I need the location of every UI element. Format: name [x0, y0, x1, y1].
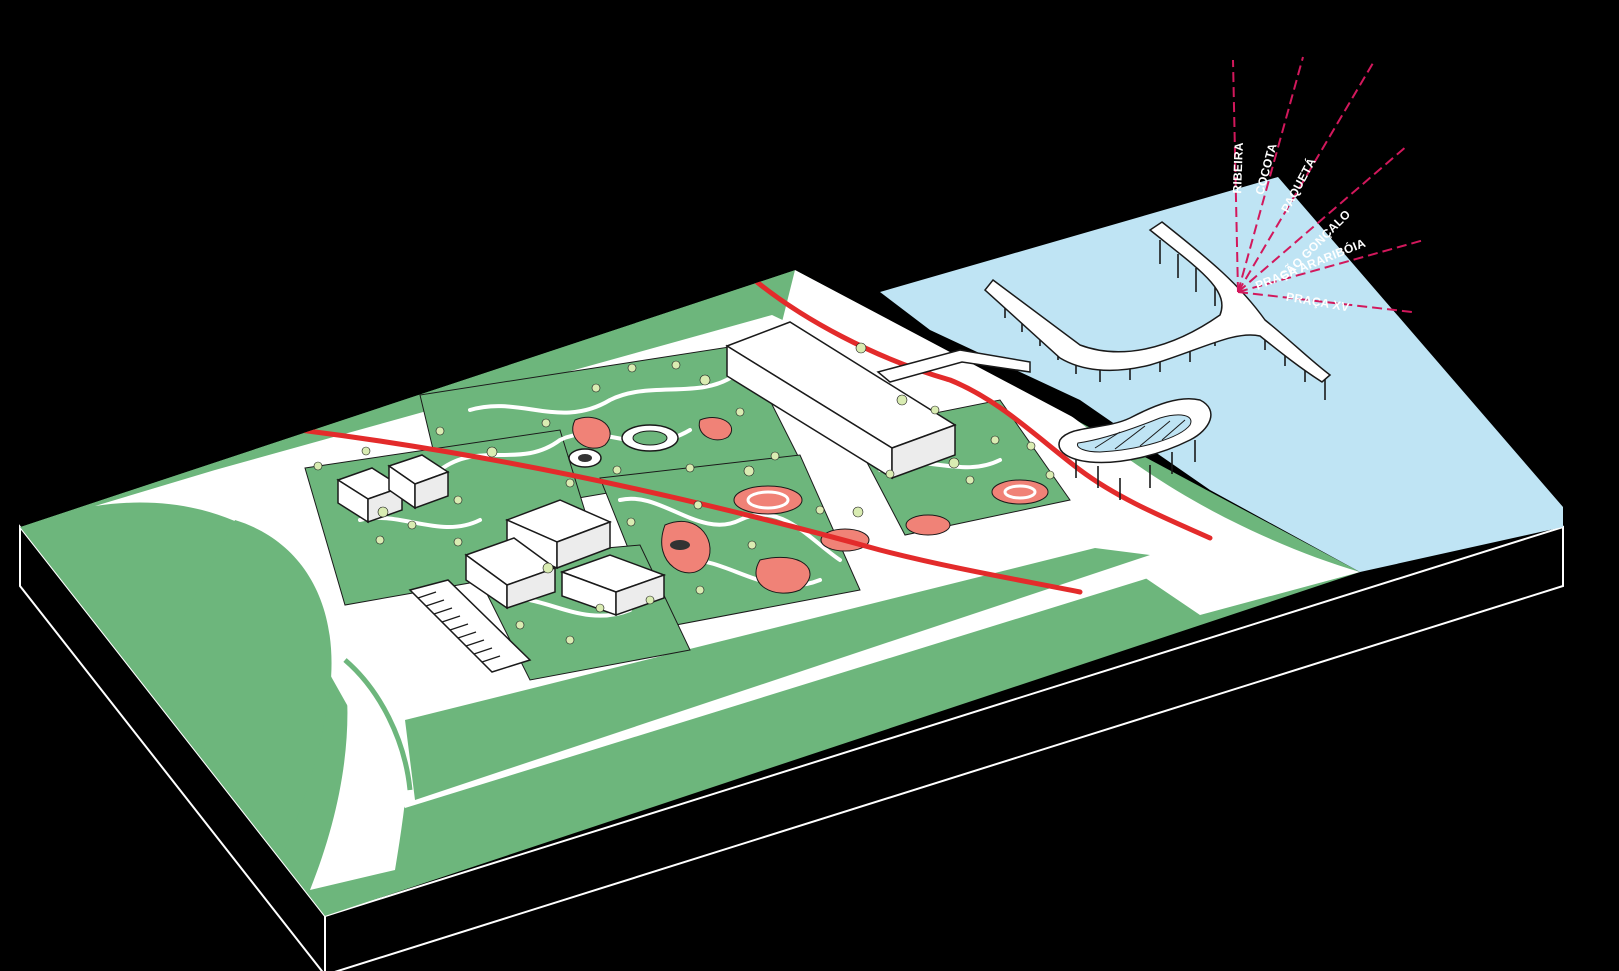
buildings: [336, 321, 957, 617]
grass-lobe-west: [150, 520, 332, 850]
ferry-route-line: [1237, 144, 1409, 293]
slab-right-face: [324, 525, 1564, 971]
grass-strip-south: [405, 548, 1150, 800]
building-block: [464, 537, 557, 610]
ferry-route-line: [1237, 239, 1425, 293]
terrain-base-slab: [19, 524, 1564, 971]
parking-lot: [408, 579, 532, 673]
main-axes: [297, 270, 1213, 595]
building-block: [559, 554, 667, 617]
ferry-route-line: [1232, 59, 1239, 293]
ferry-piers: [876, 221, 1332, 500]
pier-t-jetty: [983, 221, 1332, 383]
bay-water: [880, 177, 1563, 572]
ferry-route-label: RIBEIRA: [1230, 142, 1246, 194]
plaza-circle: [733, 485, 803, 515]
terminal-building: [725, 321, 957, 480]
plaza-circle: [991, 479, 1049, 505]
building-block: [387, 454, 450, 510]
road-curve: [95, 470, 411, 890]
building-block: [505, 499, 612, 570]
trees: [313, 342, 1055, 645]
plaza-circle: [905, 514, 951, 536]
pier-bridge: [876, 349, 1031, 383]
ferry-route-line: [1237, 56, 1304, 293]
main-axis-coastal: [742, 270, 1213, 541]
main-axis-diagonal: [297, 427, 1083, 595]
